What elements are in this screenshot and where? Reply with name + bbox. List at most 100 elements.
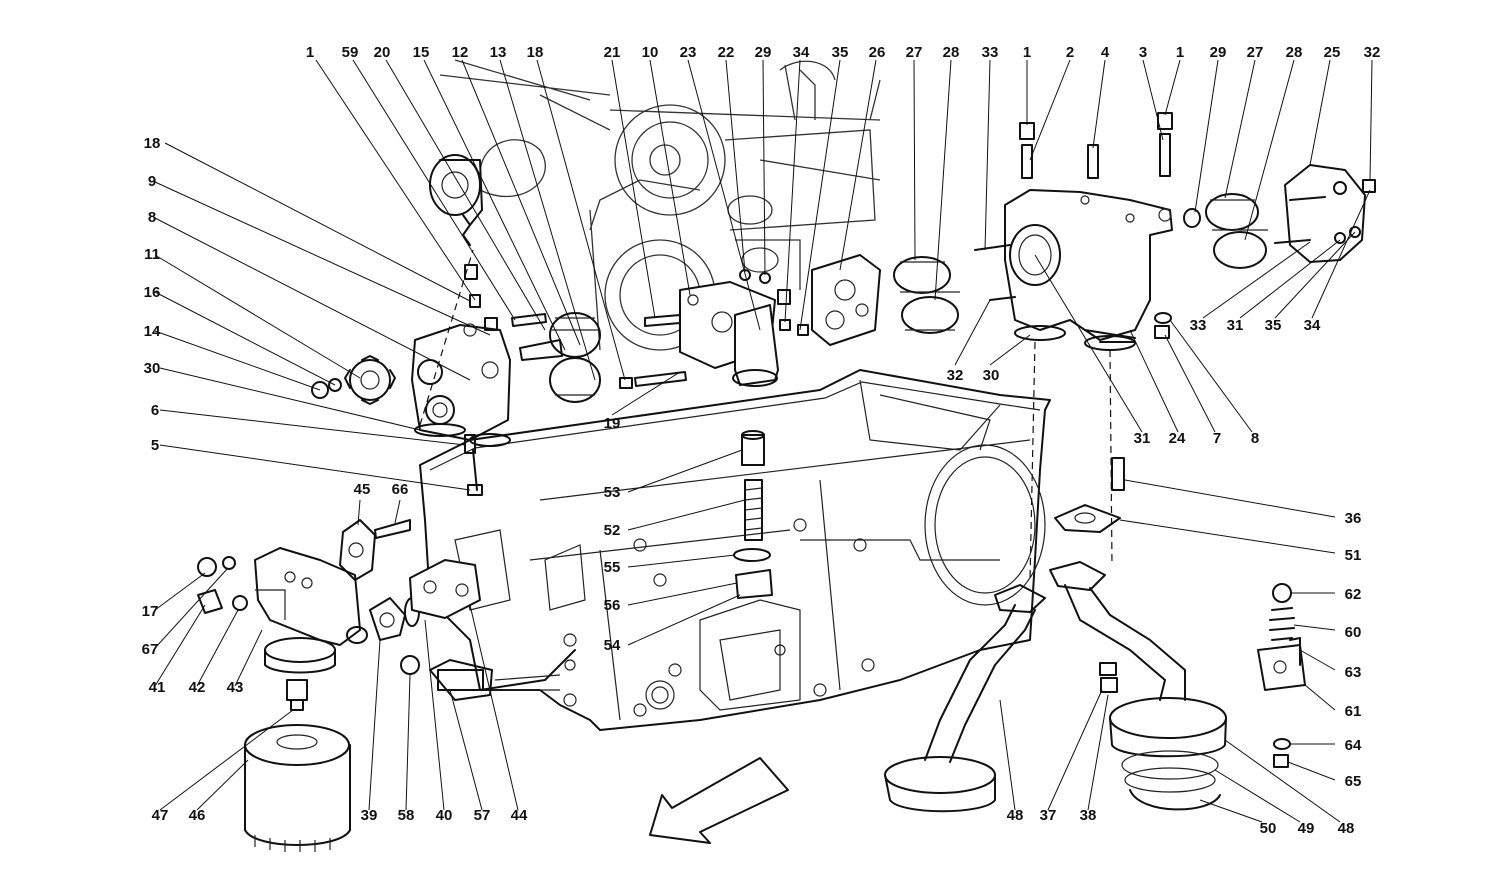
callout-label: 33 [982,44,999,61]
callout-label: 50 [1260,820,1277,837]
filter-housing [254,547,368,674]
callout-label: 35 [1265,317,1282,334]
crankcase-sump [419,369,1051,731]
callout-label: 1 [306,44,314,61]
callout-label: 31 [1134,430,1151,447]
callout-label: 63 [1345,664,1362,681]
callout-label: 42 [189,679,206,696]
rear-pump-cover [739,254,881,346]
callout-label: 30 [144,360,161,377]
callout-label: 3 [1139,44,1147,61]
callout-label: 47 [152,807,169,824]
rear-cover-right [1274,164,1376,263]
callout-label: 67 [142,641,159,658]
callout-label: 35 [832,44,849,61]
callout-label: 33 [1190,317,1207,334]
callout-label: 15 [413,44,430,61]
callout-label: 5 [151,437,159,454]
gasket-plate [1054,457,1125,533]
leader-lines [154,59,1373,823]
callout-label: 20 [374,44,391,61]
gear-pair-left [519,312,687,403]
callout-label: 36 [1345,510,1362,527]
alignment-lines [419,249,1113,581]
callout-label: 28 [1286,44,1303,61]
callout-label: 44 [511,807,528,824]
callout-label: 39 [361,807,378,824]
front-oil-pump [411,323,511,447]
callout-label: 8 [1251,430,1259,447]
front-direction-arrow [649,757,789,844]
callout-label: 11 [144,246,160,263]
oil-filter [244,679,351,852]
callout-label: 1 [1023,44,1031,61]
callout-label: 25 [1324,44,1341,61]
oil-pickup-left [884,584,1046,813]
callout-label: 48 [1007,807,1024,824]
callout-label: 61 [1345,703,1362,720]
callout-label: 4 [1101,44,1110,61]
gear-pair-right [1205,193,1268,269]
callout-label: 6 [151,402,159,419]
callout-label: 28 [943,44,960,61]
drive-sprocket [344,355,396,405]
callout-label: 26 [869,44,886,61]
center-valve [733,430,773,599]
callout-label: 34 [793,44,810,61]
callout-label: 54 [604,637,621,654]
callout-label: 55 [604,559,621,576]
callout-label: 21 [604,44,621,61]
callout-label: 29 [1210,44,1227,61]
callout-label: 13 [490,44,507,61]
callout-label: 65 [1345,773,1362,790]
callout-label: 37 [1040,807,1057,824]
callout-label: 23 [680,44,697,61]
callout-label: 62 [1345,586,1362,603]
callout-label: 49 [1298,820,1315,837]
callout-labels: 1 59 20 15 12 13 18 21 10 23 22 29 34 35… [142,44,1381,837]
oil-line [479,649,576,691]
callout-label: 32 [947,367,964,384]
callout-label: 18 [144,135,161,152]
callout-label: 10 [642,44,659,61]
callout-label: 51 [1345,547,1362,564]
callout-label: 24 [1169,430,1186,447]
callout-label: 46 [189,807,206,824]
callout-label: 40 [436,807,453,824]
small-nuts-right [1154,312,1172,339]
callout-label: 66 [392,481,409,498]
callout-label: 53 [604,484,621,501]
callout-label: 7 [1213,430,1221,447]
oil-pickup-right [1049,561,1227,811]
temperature-sender [429,659,493,701]
small-parts-left [311,264,547,496]
callout-label: 16 [144,284,161,301]
callout-label: 17 [142,603,159,620]
callout-label: 45 [354,481,371,498]
callout-label: 12 [452,44,469,61]
callout-label: 18 [527,44,544,61]
callout-label: 1 [1176,44,1184,61]
callout-label: 19 [604,415,621,432]
callout-label: 59 [342,44,359,61]
callout-label: 56 [604,597,621,614]
callout-label: 9 [148,173,156,190]
callout-label: 60 [1345,624,1362,641]
callout-label: 52 [604,522,621,539]
callout-label: 8 [148,209,156,226]
upper-sprocket [429,154,483,246]
callout-label: 34 [1304,317,1321,334]
callout-label: 38 [1080,807,1097,824]
callout-label: 31 [1227,317,1244,334]
callout-label: 27 [1247,44,1264,61]
left-small-fittings [197,556,248,614]
callout-label: 22 [718,44,735,61]
central-pump-cover [644,281,779,387]
callout-label: 27 [906,44,923,61]
gear-pair-center [893,256,960,334]
callout-label: 29 [755,44,772,61]
callout-label: 48 [1338,820,1355,837]
callout-label: 2 [1066,44,1074,61]
callout-label: 58 [398,807,415,824]
